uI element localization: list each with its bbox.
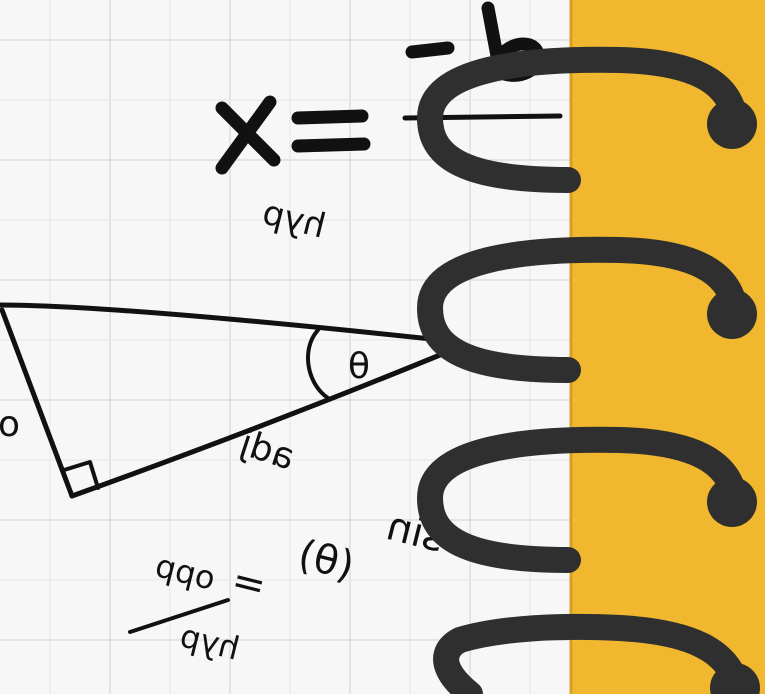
letter-x xyxy=(215,95,281,175)
opp-label-fragment: o xyxy=(0,404,20,445)
spiral-holes xyxy=(707,99,760,694)
triangle-adjacent xyxy=(69,352,443,499)
spiral-hole-3 xyxy=(707,477,757,527)
right-angle-mark xyxy=(62,460,100,490)
triangle-opposite xyxy=(0,307,75,499)
angle-theta-label: θ xyxy=(348,346,370,387)
spiral-ring-2 xyxy=(416,236,748,383)
equals-sign xyxy=(291,109,371,153)
spiral-ring-1 xyxy=(416,46,748,193)
angle-arc xyxy=(305,328,330,400)
spiral-hole-1 xyxy=(707,99,757,149)
spiral-hole-2 xyxy=(707,289,757,339)
right-triangle xyxy=(0,302,443,499)
minus-sign xyxy=(405,41,455,59)
triangle-hypotenuse xyxy=(0,302,443,343)
identity-fraction-bar xyxy=(128,598,230,634)
graph-paper xyxy=(0,0,575,694)
quadratic-formula-fragment xyxy=(215,1,563,175)
spiral-ring-4 xyxy=(433,613,751,694)
spiral-hole-4 xyxy=(710,663,760,694)
grid-lines xyxy=(0,0,575,694)
spiral-binding xyxy=(416,46,751,694)
spiral-ring-3 xyxy=(416,426,748,573)
